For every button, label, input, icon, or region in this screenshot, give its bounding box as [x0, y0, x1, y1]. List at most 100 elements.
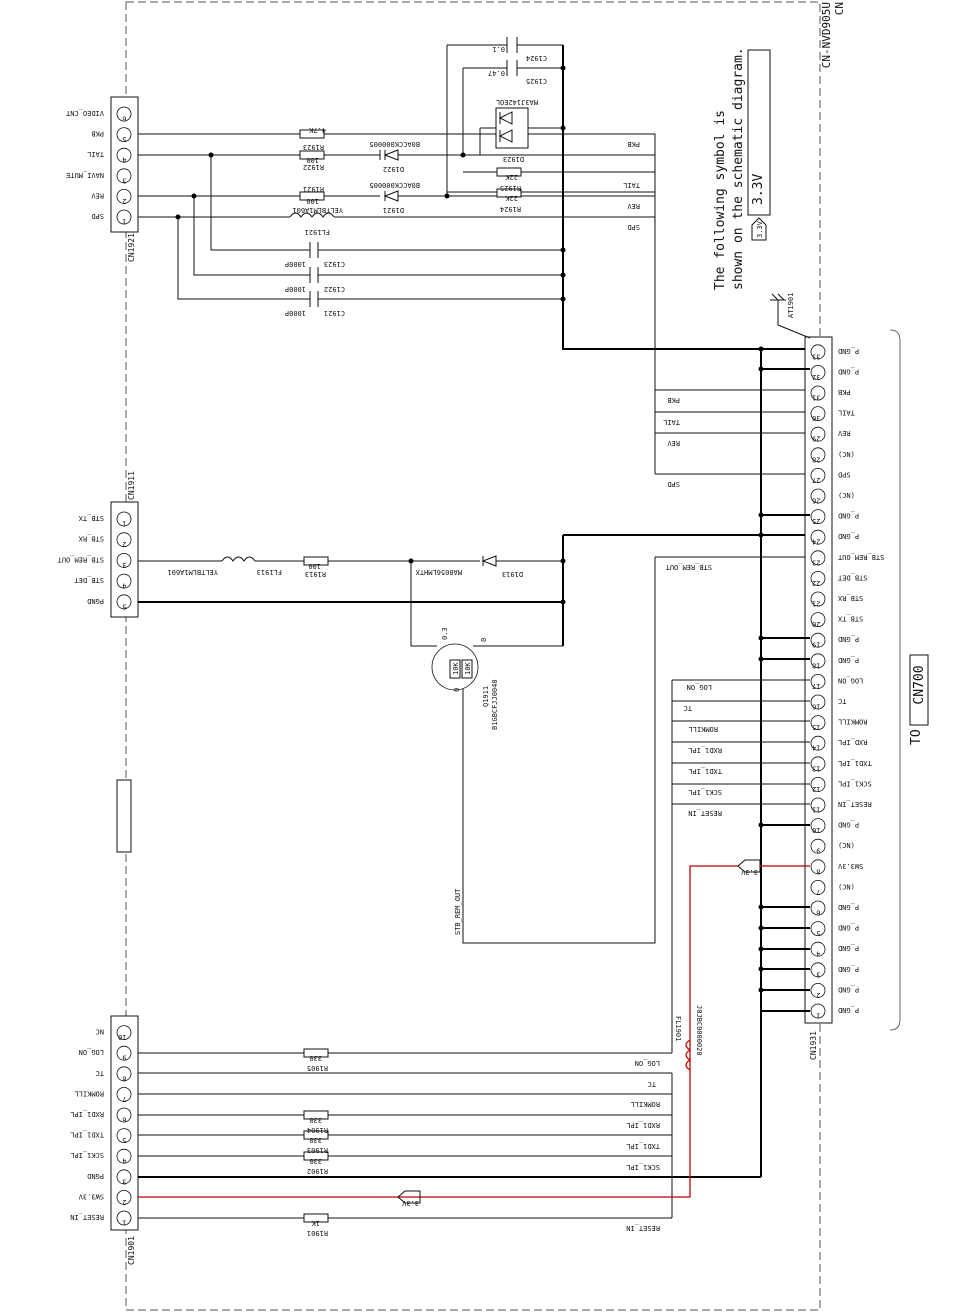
r1922-ref: R1922	[303, 163, 324, 171]
cn1931-pin-label: STB_TX	[837, 615, 863, 623]
cn1901-pin-circle	[116, 1128, 132, 1143]
cn1931-pin-19: 19P_GND	[810, 632, 859, 649]
net-rev-label: REV	[627, 202, 640, 210]
cn1911-pin-label: STB_RX	[78, 535, 104, 543]
note-symbol-text: 3.3V	[751, 174, 766, 205]
q1911-ref: Q1911	[482, 686, 490, 707]
cn1931-pin-32: 32P_GND	[810, 364, 859, 381]
cn1931-pin-circle	[810, 591, 826, 607]
cn1931-pin-circle	[810, 426, 826, 442]
cn1911-nets	[138, 534, 810, 944]
cn1931-pin-circle	[810, 632, 826, 648]
cn1901-pin-number: 5	[122, 1136, 126, 1144]
cn1931-pin-label: P_GND	[838, 635, 859, 643]
cn1931-pin-circle	[810, 921, 826, 936]
r1913-ref: R1913	[305, 570, 326, 578]
cn1931-pin-circle	[810, 962, 826, 978]
net-romkill-label: ROMKILL	[688, 725, 718, 733]
cn1921-nets	[138, 37, 810, 474]
r1903-ref: R1903	[307, 1146, 328, 1154]
net-reset-in-label-2: RESET_IN	[626, 1224, 660, 1232]
cn1901-pin-number: 6	[122, 1116, 126, 1124]
cn1921-pin-number: 3	[122, 176, 126, 184]
cn1931-pin-circle	[810, 406, 826, 422]
q1911-v-e: 0.3	[441, 627, 449, 640]
cn1911-pin-2: 2 STB_RX	[78, 532, 132, 548]
cn1931-pin-circle	[810, 941, 826, 957]
fl1913-ref: FL1913	[257, 568, 282, 576]
q1911-r1: 10K	[452, 662, 460, 675]
cn1901-pin-circle	[116, 1148, 132, 1164]
cn1931-ref: CN1931	[809, 1031, 818, 1060]
r1922-value: 100	[306, 156, 319, 164]
c1921-value: 1000P	[285, 309, 306, 317]
cn1901-pin-number: 7	[122, 1095, 126, 1103]
cn1921-pin-label: NAVI_MUTE	[66, 171, 104, 179]
cn1931-pin-circle	[810, 694, 826, 710]
cn1931-pin-circle	[810, 488, 826, 504]
cn1931-pin-label: P_GND	[838, 532, 859, 540]
cn1901-pin-label: TXD1_IPL	[70, 1131, 104, 1139]
target-connector: TO CN700	[889, 329, 929, 1031]
cn1901-pin-number: 1	[122, 1219, 126, 1227]
r1921-ref: R1921	[303, 185, 324, 193]
cn1931-pin-18: 18P_GND	[810, 653, 859, 669]
net-log-on-label-2: LOG_ON	[635, 1059, 660, 1067]
net-tail-label-2: TAIL	[663, 418, 680, 426]
cn1931-pin-label: TXD1_IPL	[838, 759, 872, 767]
cn1911-pin-circle	[116, 511, 132, 527]
cn1901-pin-circle	[116, 1169, 132, 1185]
cn1931-pin-number: 3	[816, 970, 820, 978]
cn1921-pin-number: 5	[122, 135, 126, 143]
cn1901-pin-label: RESET_IN	[70, 1213, 104, 1221]
cn1931-pin-label: P_GND	[838, 821, 859, 829]
r1913-value: 100	[308, 562, 321, 570]
cn1911-pin-label: STB_TX	[78, 514, 104, 522]
cn1931-pin-number: 29	[812, 435, 820, 443]
cn1921-pin-number: 4	[122, 156, 126, 164]
cn1931-pin-circle	[810, 797, 826, 813]
cn1931-pin-number: 18	[812, 661, 820, 669]
cn1901-pin-number: 3	[122, 1177, 126, 1185]
cn1931-pin-circle	[810, 735, 826, 751]
d1913-part: MA8056LMHTX	[415, 568, 462, 576]
connector-cn1931: 1P_GND2P_GND3P_GND4P_GND5P_GND6P_GND7(NC…	[770, 293, 884, 1060]
cn1931-pin-number: 25	[812, 517, 820, 525]
cn1931-pin-circle	[810, 818, 826, 833]
cn1931-pin-label: LOG_ON	[838, 676, 863, 684]
cn1931-pin-circle	[810, 467, 826, 483]
r1904-ref: R1904	[307, 1126, 328, 1134]
cn1931-pin-number: 23	[812, 558, 820, 566]
cn1911-pin-label: STB_REM_OUT	[57, 555, 104, 563]
cn1911-pin-number: 5	[122, 602, 126, 610]
cn1901-pin-number: 2	[122, 1198, 126, 1206]
q1911-part: B1GBCFJJ0040	[491, 679, 499, 730]
c1925-ref: C1925	[526, 77, 547, 85]
cn1921-pin-label: TAIL	[87, 150, 104, 158]
cn1911-pin-number: 2	[122, 540, 126, 548]
note-line-2: shown on the schematic diagram.	[731, 47, 746, 290]
cn1931-pin-33: 33P_GND	[810, 344, 859, 360]
cn1931-pin-circle	[810, 653, 826, 669]
cn1921-pin-number: 1	[122, 218, 126, 226]
c1922-ref: C1922	[324, 285, 345, 293]
cn1901-pin-label: NC	[96, 1028, 104, 1036]
cn1931-pin-number: 15	[812, 723, 820, 731]
cn1931-pin-circle	[810, 385, 826, 401]
cn1931-pin-number: 6	[816, 909, 820, 917]
cn1931-pin-label: (NC)	[838, 450, 855, 458]
cn1931-ipl-nets: LOG_ON TC ROMKILL RXD1_IPL TXD1_IPL SCK1…	[671, 679, 810, 1053]
net-tc-label-2: TC	[648, 1080, 656, 1088]
cn1931-pin-label: TC	[838, 697, 846, 705]
cn1921-pin-4: 4 TAIL	[87, 147, 132, 164]
c1921-ref: C1921	[324, 309, 345, 317]
